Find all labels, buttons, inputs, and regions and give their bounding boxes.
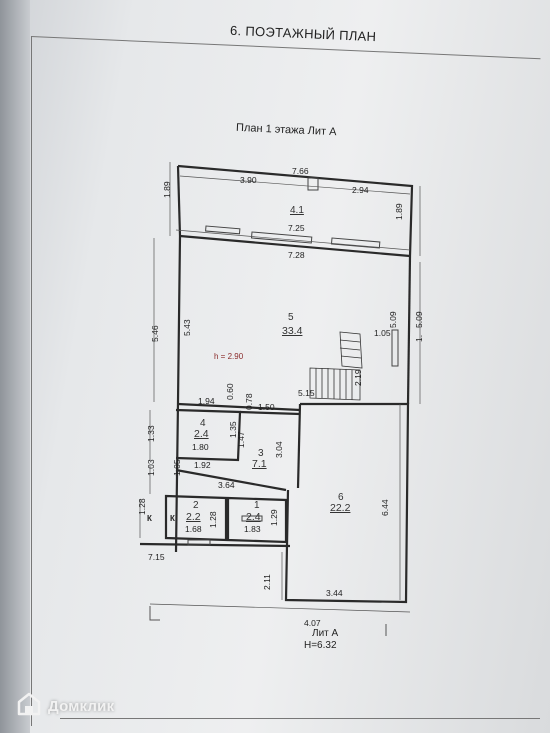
room-number: 5 xyxy=(288,312,294,323)
room-number: 2 xyxy=(193,500,199,511)
room-number: 6 xyxy=(338,492,344,503)
dimension-label: 1.68 xyxy=(185,524,202,534)
dimension-label: 5.09 xyxy=(414,311,424,328)
room-area: 2.2 xyxy=(186,511,201,523)
dimension-label: 5.43 xyxy=(182,319,192,336)
building-label: Лит А xyxy=(312,628,339,639)
dimension-label: 2.94 xyxy=(352,185,369,195)
dimension-label: 1.28 xyxy=(208,511,218,528)
dimension-label: 1.92 xyxy=(194,460,211,470)
dimension-label: 3.44 xyxy=(326,588,343,598)
frame-bottom-line xyxy=(60,718,540,719)
dimension-label: 7.28 xyxy=(288,250,305,260)
ceiling-height: h = 2.90 xyxy=(214,352,244,361)
domclick-house-icon xyxy=(16,692,42,720)
room-area: 33.4 xyxy=(282,325,303,337)
dimension-label: 5.46 xyxy=(150,325,160,342)
dimension-label: 7.66 xyxy=(292,166,309,176)
watermark-brand: Домклик xyxy=(48,697,115,715)
dimension-label: 1.80 xyxy=(192,442,209,452)
dimension-label: 6.44 xyxy=(380,499,390,516)
dimension-label: 2.19 xyxy=(353,369,363,386)
k-mark: К xyxy=(170,514,175,523)
room-number: 4.1 xyxy=(290,205,304,216)
dimension-label: 5.09 xyxy=(388,311,398,328)
dimension-label: 1.29 xyxy=(269,509,279,526)
dimension-label: 1.33 xyxy=(146,425,156,442)
dimension-label: 1.28 xyxy=(137,498,147,515)
dimension-label: 3.90 xyxy=(240,175,257,185)
dimension-label: 1.47 xyxy=(236,431,246,448)
dimension-label: 7.25 xyxy=(288,223,305,233)
room-number: 1 xyxy=(254,500,260,511)
room-area: 7.1 xyxy=(252,458,267,470)
dimension-label: 1.50 xyxy=(258,402,275,412)
frame-left-line xyxy=(31,36,32,726)
dimension-label: 2.11 xyxy=(262,574,272,590)
dimension-label: 1.03 xyxy=(146,459,156,476)
dimension-label: 1.94 xyxy=(198,396,215,406)
dimension-label: 1.05 xyxy=(374,328,391,338)
room-area: 2.4 xyxy=(194,428,209,440)
room-number: 4 xyxy=(200,418,206,429)
dimension-label: 0.60 xyxy=(225,383,235,400)
dimension-label: 7.15 xyxy=(148,552,165,562)
dimension-label: 3.04 xyxy=(274,441,284,458)
dimension-label: 0.78 xyxy=(244,393,254,410)
dimension-label: 1.89 xyxy=(162,181,172,198)
k-mark: К xyxy=(147,514,152,523)
dimension-label: 1. xyxy=(414,334,424,342)
dimension-label: 5.15 xyxy=(298,388,315,398)
dimension-label: 1.83 xyxy=(244,524,261,534)
sheet-edge xyxy=(0,0,30,733)
room-area: 22.2 xyxy=(330,502,351,514)
room-area: 2.4 xyxy=(246,511,261,523)
dimension-label: 3.64 xyxy=(218,480,235,490)
watermark: Домклик xyxy=(16,692,114,720)
room-number: 3 xyxy=(258,448,264,459)
dimension-label: 1.89 xyxy=(394,203,404,220)
dimension-label: 4.07 xyxy=(304,618,321,628)
building-height: H=6.32 xyxy=(304,640,337,651)
dimension-label: 1.05 xyxy=(172,459,182,476)
